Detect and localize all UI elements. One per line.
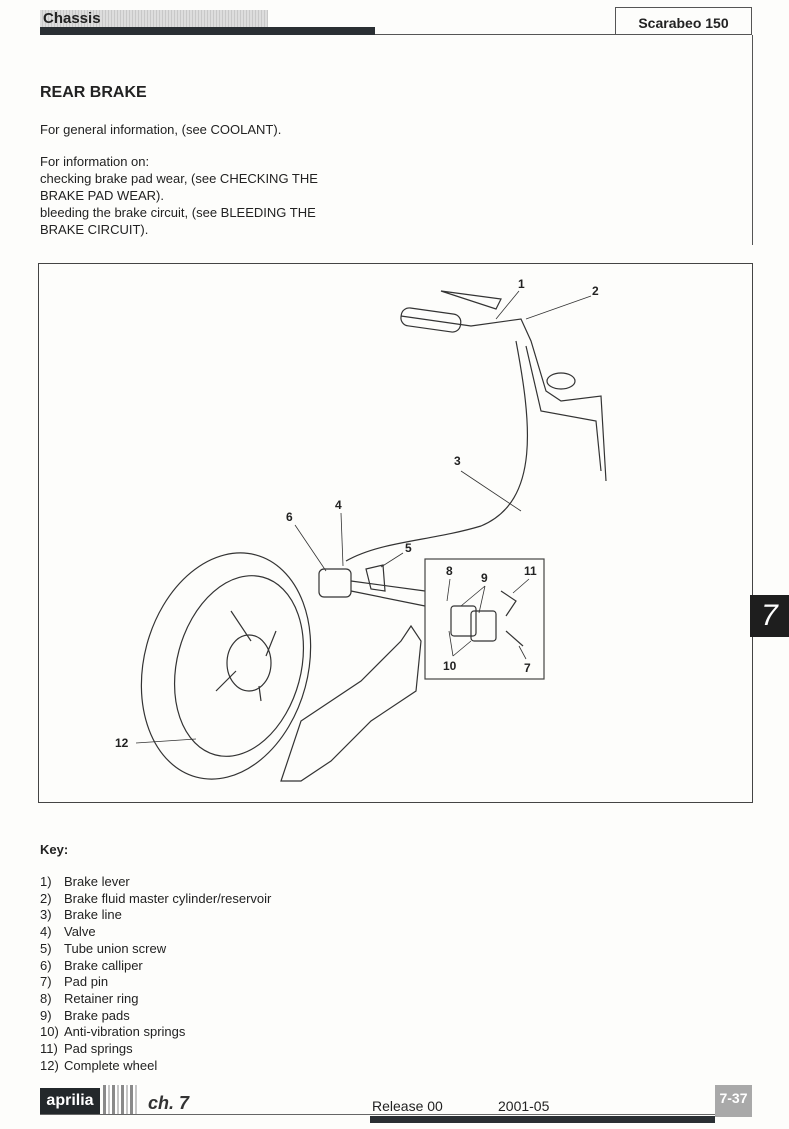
diagram-frame: 1 2 3 4 5 6 7 8 9 10 11 12 bbox=[38, 263, 753, 803]
key-item-number: 6) bbox=[40, 957, 52, 973]
chapter-tab: 7 bbox=[750, 595, 789, 637]
key-item-number: 4) bbox=[40, 924, 52, 940]
key-item-number: 5) bbox=[40, 940, 52, 956]
bracket-drawing bbox=[280, 624, 422, 782]
key-item-label: Pad springs bbox=[64, 1041, 133, 1057]
info-line: bleeding the brake circuit, (see BLEEDIN… bbox=[40, 205, 316, 220]
key-item-number: 8) bbox=[40, 990, 52, 1006]
key-item: 12) Complete wheel bbox=[40, 1058, 271, 1075]
key-item-label: Complete wheel bbox=[64, 1057, 158, 1073]
page-title: REAR BRAKE bbox=[40, 84, 147, 101]
key-item-number: 11) bbox=[40, 1041, 58, 1057]
info-line: For information on: bbox=[40, 154, 150, 169]
callout-12: 12 bbox=[115, 736, 129, 750]
key-item-label: Brake fluid master cylinder/reservoir bbox=[64, 890, 272, 906]
callout-8: 8 bbox=[446, 564, 453, 578]
key-item: 8) Retainer ring bbox=[40, 991, 271, 1008]
pad-drawing bbox=[450, 590, 524, 647]
header-bar bbox=[40, 27, 375, 35]
brake-line-drawing bbox=[345, 340, 528, 562]
key-item: 7) Pad pin bbox=[40, 974, 271, 991]
key-item-label: Tube union screw bbox=[64, 940, 167, 956]
callout-1: 1 bbox=[518, 277, 525, 291]
section-header: Chassis bbox=[40, 10, 268, 27]
callout-5: 5 bbox=[405, 541, 412, 555]
key-item-label: Brake calliper bbox=[64, 957, 143, 973]
key-item-label: Brake line bbox=[64, 907, 122, 923]
key-item-number: 1) bbox=[40, 874, 52, 889]
callout-10: 10 bbox=[443, 659, 457, 673]
logo-stripes bbox=[103, 1085, 139, 1115]
key-item-label: Pad pin bbox=[64, 974, 109, 990]
key-title: Key: bbox=[40, 842, 69, 857]
key-item-label: Anti-vibration springs bbox=[64, 1024, 186, 1040]
handlebar-drawing bbox=[400, 290, 607, 482]
page-number: 7-37 bbox=[715, 1085, 752, 1117]
caliper-drawing bbox=[318, 564, 426, 607]
callout-11: 11 bbox=[524, 564, 537, 578]
callout-4: 4 bbox=[335, 498, 342, 512]
key-item: 10) Anti-vibration springs bbox=[40, 1024, 271, 1041]
info-text: For information on: checking brake pad w… bbox=[40, 153, 318, 238]
chapter-label: ch. 7 bbox=[148, 1093, 190, 1113]
key-item: 3) Brake line bbox=[40, 907, 271, 924]
footer-rule bbox=[40, 1114, 715, 1115]
footer-bar bbox=[370, 1116, 715, 1123]
key-item-label: Retainer ring bbox=[64, 990, 139, 1006]
info-line: BRAKE CIRCUIT). bbox=[40, 222, 149, 237]
wheel-drawing bbox=[140, 552, 312, 780]
callout-9: 9 bbox=[481, 571, 488, 585]
key-item: 2) Brake fluid master cylinder/reservoir bbox=[40, 891, 271, 908]
callout-3: 3 bbox=[454, 454, 461, 468]
right-rule bbox=[752, 35, 753, 245]
callout-2: 2 bbox=[592, 284, 599, 298]
key-item-number: 12) bbox=[40, 1057, 59, 1073]
key-item-label: Brake lever bbox=[64, 874, 130, 889]
key-item-number: 7) bbox=[40, 974, 52, 990]
key-item-label: Valve bbox=[64, 924, 96, 940]
key-item-number: 3) bbox=[40, 907, 52, 923]
key-item-number: 10) bbox=[40, 1024, 59, 1040]
key-item: 6) Brake calliper bbox=[40, 958, 271, 975]
release-label: Release 00 bbox=[372, 1098, 443, 1114]
key-item-label: Brake pads bbox=[64, 1007, 130, 1023]
key-item: 4) Valve bbox=[40, 924, 271, 941]
callout-6: 6 bbox=[286, 510, 293, 524]
key-item: 5) Tube union screw bbox=[40, 941, 271, 958]
key-item: 9) Brake pads bbox=[40, 1008, 271, 1025]
callout-7: 7 bbox=[524, 661, 531, 675]
key-item: 1) Brake lever bbox=[40, 874, 271, 891]
rear-brake-diagram: 1 2 3 4 5 6 7 8 9 10 11 12 bbox=[115, 277, 607, 782]
header-rule bbox=[375, 34, 752, 35]
key-item-number: 2) bbox=[40, 890, 52, 906]
key-item-number: 9) bbox=[40, 1007, 52, 1023]
info-line: BRAKE PAD WEAR). bbox=[40, 188, 165, 203]
intro-text: For general information, (see COOLANT). bbox=[40, 122, 282, 137]
key-list: 1) Brake lever 2) Brake fluid master cylind… bbox=[40, 874, 271, 1074]
info-line: checking brake pad wear, (see CHECKING T… bbox=[40, 171, 318, 186]
date-label: 2001-05 bbox=[498, 1098, 550, 1114]
brand-logo: aprilia bbox=[40, 1088, 100, 1115]
key-item: 11) Pad springs bbox=[40, 1041, 271, 1058]
detail-inset bbox=[424, 558, 545, 680]
model-label: Scarabeo 150 bbox=[615, 7, 752, 35]
leader-lines bbox=[135, 290, 592, 744]
